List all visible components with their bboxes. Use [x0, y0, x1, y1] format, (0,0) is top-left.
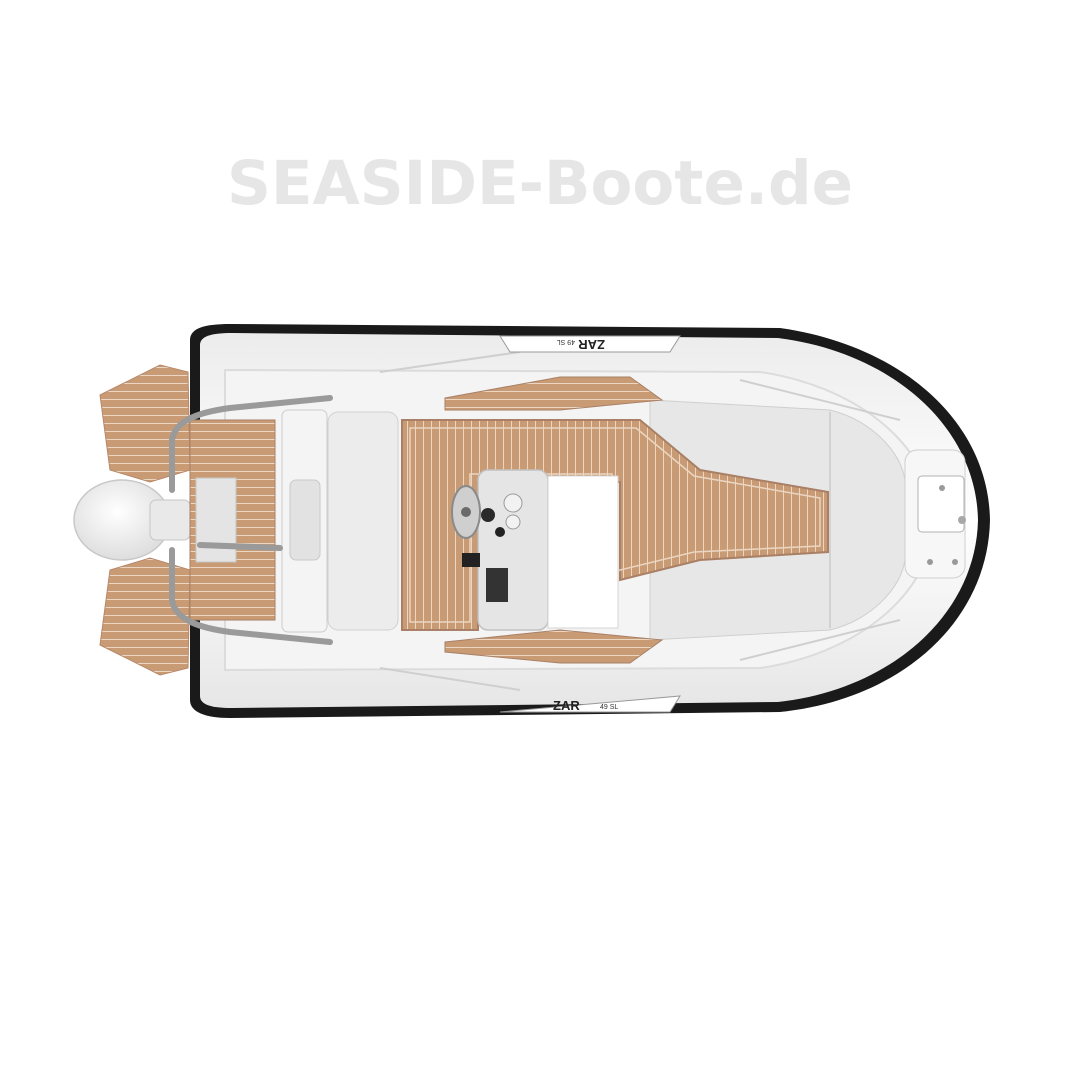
stainless-rail: [169, 395, 333, 645]
zar-badge-top-model: 49 SL: [557, 338, 575, 345]
watermark-text: SEASIDE-Boote.de: [226, 148, 854, 219]
side-rub-lines: [379, 351, 901, 691]
steering-wheel-icon: [451, 485, 481, 539]
zar-badge-top-brand: ZAR: [578, 337, 605, 352]
gunwale-teak: [444, 376, 664, 664]
throttle-icon: [462, 553, 508, 602]
zar-badge-bottom-model: 49 SL: [600, 704, 618, 711]
stern-bench: [281, 409, 399, 633]
zar-badge-bottom: ZAR 49 SL: [499, 695, 681, 713]
outboard-motor-icon: [73, 479, 191, 561]
bow-locker: [904, 449, 966, 579]
center-console: [451, 469, 619, 631]
stern-teak: [189, 419, 276, 621]
zar-badge-bottom-brand: ZAR: [553, 698, 580, 713]
zar-badge-top: ZAR 49 SL: [499, 335, 681, 353]
gauge-icon: [481, 493, 523, 537]
